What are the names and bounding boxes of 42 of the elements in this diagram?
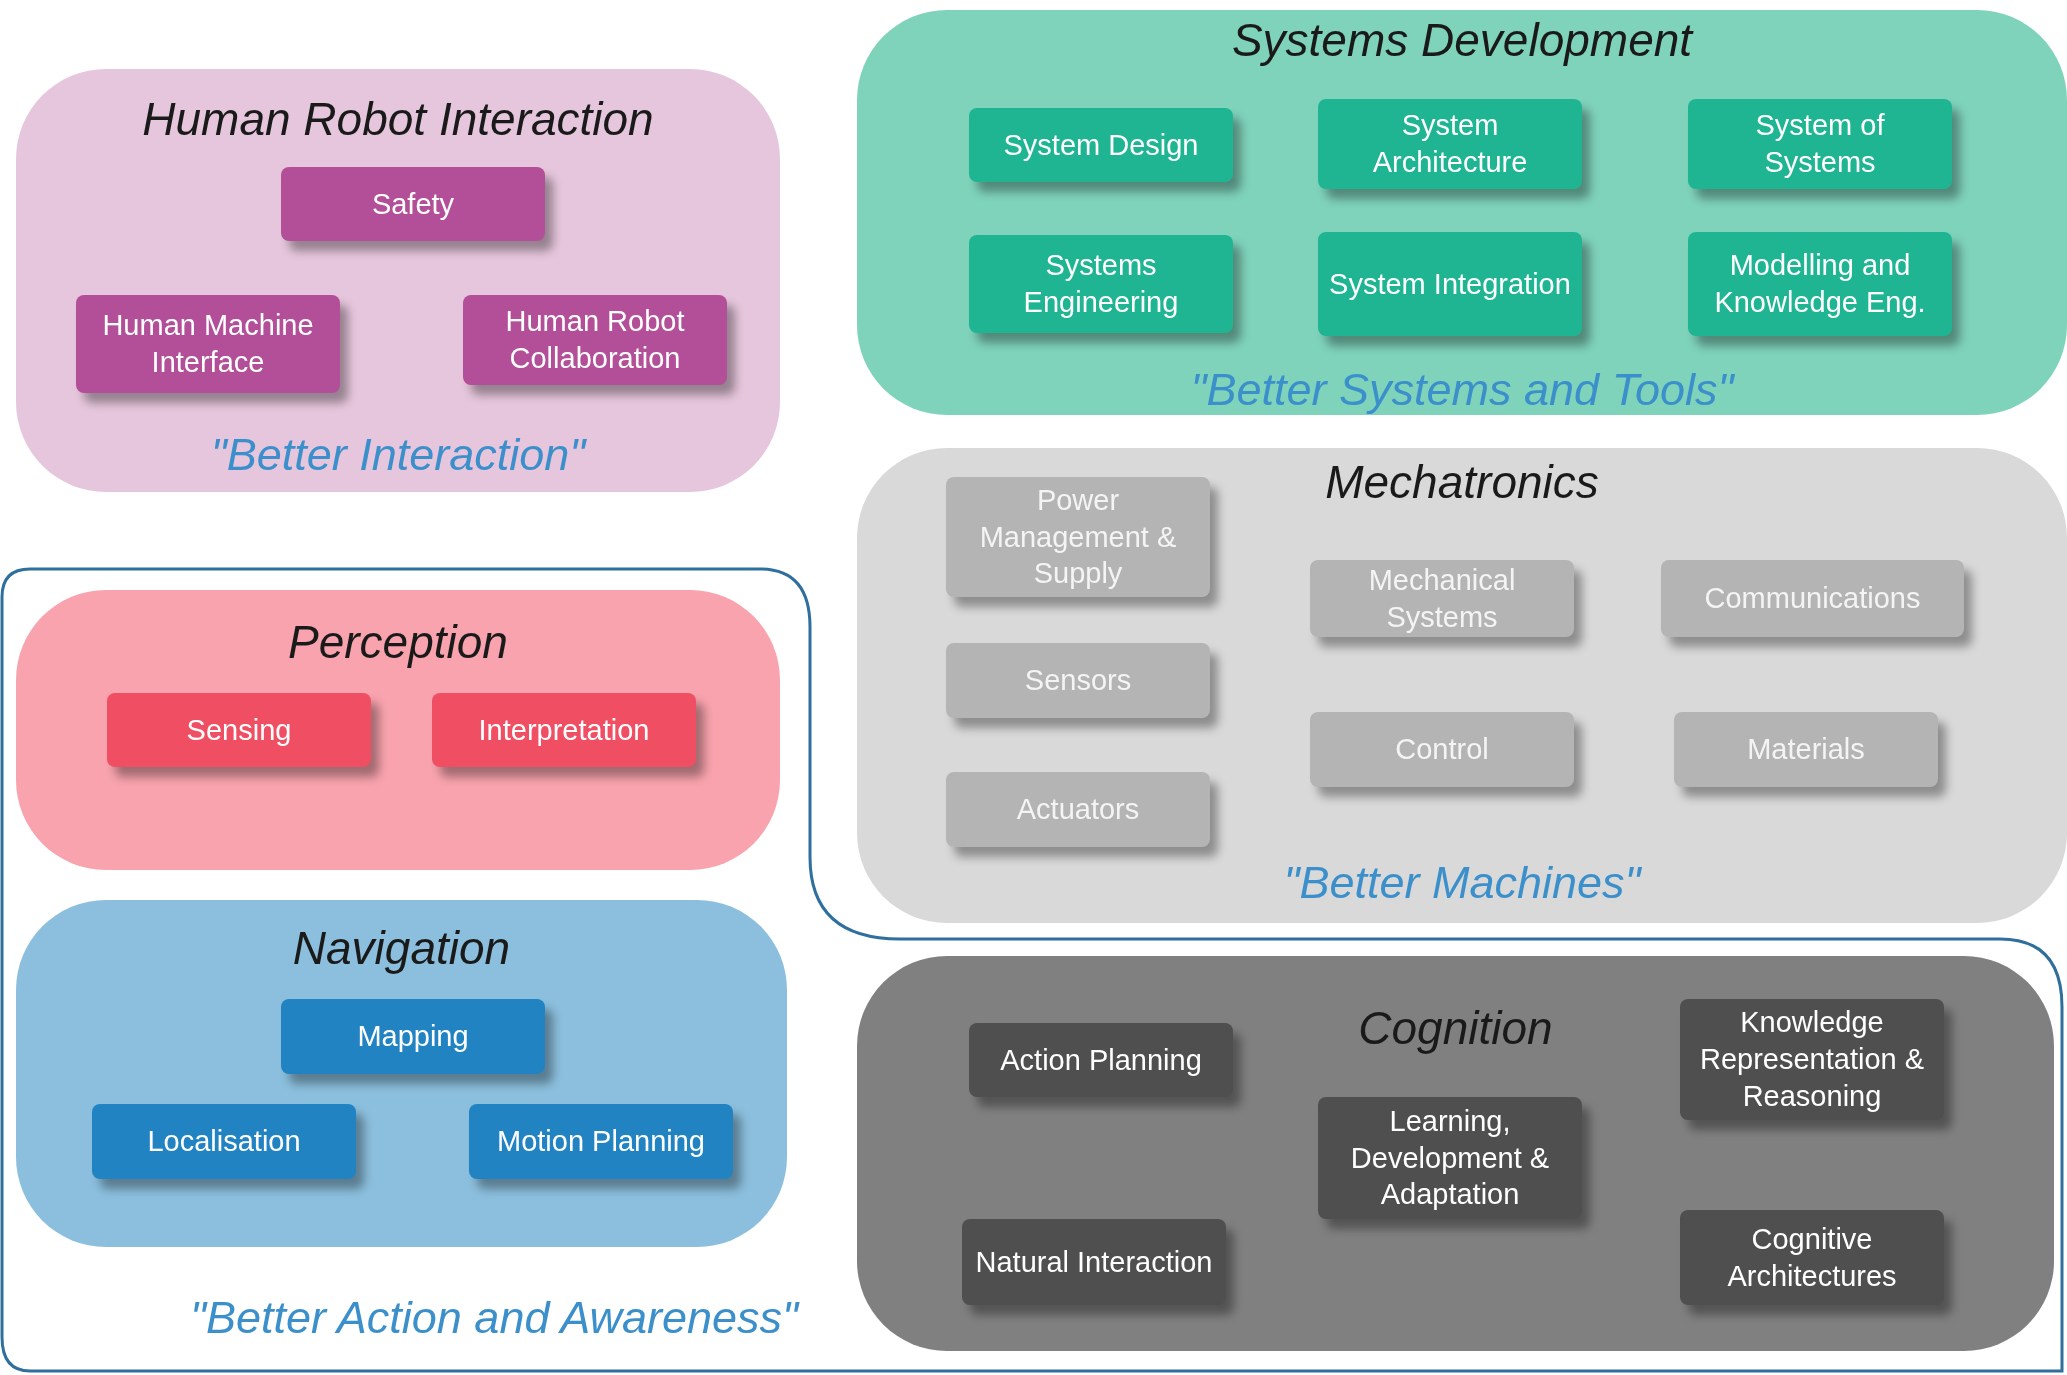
topic-box: Learning, Development & Adaptation (1318, 1097, 1582, 1219)
group-slogan: "Better Action and Awareness" (189, 1293, 799, 1343)
topic-box: System of Systems (1688, 99, 1952, 189)
topic-box: Human Robot Collaboration (463, 295, 727, 385)
topic-box: Interpretation (432, 693, 696, 767)
group-title: Mechatronics (1325, 456, 1599, 508)
group-title: Navigation (292, 922, 511, 974)
topic-box: Sensors (946, 643, 1210, 718)
group-panel (857, 10, 2067, 415)
topic-box: Cognitive Architectures (1680, 1210, 1944, 1305)
topic-box: System Integration (1318, 232, 1582, 336)
topic-box: Materials (1674, 712, 1938, 787)
group-panel (16, 69, 780, 492)
group-title: Human Robot Interaction (142, 93, 654, 145)
topic-box: System Architecture (1318, 99, 1582, 189)
group-panel (857, 448, 2067, 923)
topic-box: Localisation (92, 1104, 356, 1179)
group-slogan: "Better Machines" (1283, 858, 1641, 908)
group-panel (16, 590, 780, 870)
group-panel (16, 900, 787, 1247)
topic-box: Communications (1661, 560, 1964, 637)
topic-box: Actuators (946, 772, 1210, 847)
topic-box: Control (1310, 712, 1574, 787)
topic-box: Systems Engineering (969, 235, 1233, 333)
topic-box: Mapping (281, 999, 545, 1074)
group-title: Systems Development (1231, 14, 1693, 66)
group-slogan: "Better Interaction" (210, 430, 586, 480)
group-title: Cognition (1358, 1002, 1553, 1054)
topic-box: Knowledge Representation & Reasoning (1680, 999, 1944, 1120)
topic-box: Human Machine Interface (76, 295, 340, 393)
topic-box: Motion Planning (469, 1104, 733, 1179)
topic-box: Action Planning (969, 1023, 1233, 1097)
group-panel (857, 956, 2054, 1351)
topic-box: Mechanical Systems (1310, 560, 1574, 637)
topic-box: Power Management & Supply (946, 477, 1210, 597)
topic-box: Sensing (107, 693, 371, 767)
topic-box: Modelling and Knowledge Eng. (1688, 232, 1952, 336)
group-slogan: "Better Systems and Tools" (1190, 365, 1734, 415)
topic-box: System Design (969, 108, 1233, 182)
topic-box: Safety (281, 167, 545, 241)
topic-box: Natural Interaction (962, 1219, 1226, 1305)
group-title: Perception (288, 616, 508, 668)
